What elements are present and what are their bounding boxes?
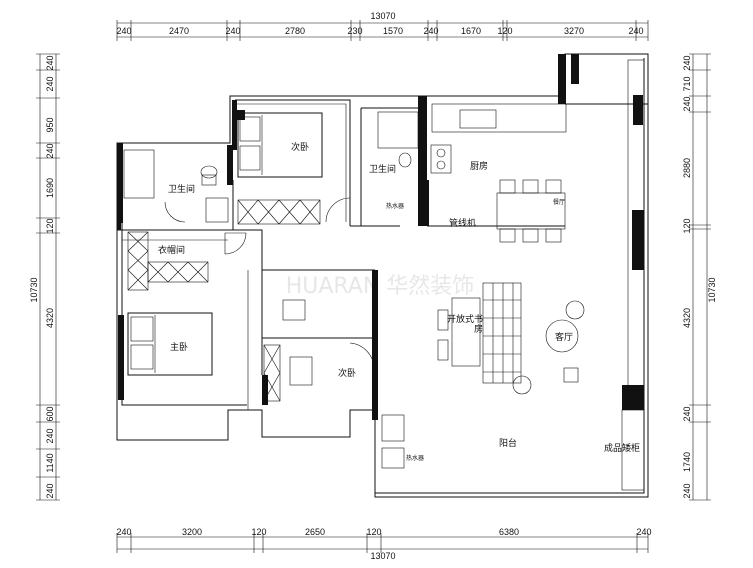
label-pipe-well: 管线机 — [449, 217, 476, 229]
label-water-heater-2: 热水器 — [406, 454, 424, 462]
label-cabinet: 成品矮柜 — [604, 442, 640, 454]
right-total-dimension: 10730 — [707, 277, 717, 302]
top-dim-6: 1570 — [383, 26, 403, 36]
label-restaurant: 餐厅 — [553, 198, 565, 206]
left-dim-1: 240 — [45, 55, 55, 70]
bottom-total-dimension: 13070 — [370, 551, 395, 561]
walls — [116, 53, 649, 498]
label-second-bedroom-bottom: 次卧 — [338, 367, 356, 379]
top-dim-2: 2470 — [169, 26, 189, 36]
cloakroom-cabinets — [127, 231, 209, 291]
left-dim-3: 950 — [45, 117, 55, 132]
top-dim-4: 2780 — [285, 26, 305, 36]
left-dim-8: 600 — [45, 406, 55, 421]
label-bathroom-left: 卫生间 — [168, 183, 195, 195]
desk-icon-2 — [289, 356, 313, 386]
label-second-bedroom-top: 次卧 — [291, 141, 309, 153]
right-dim-4: 2880 — [682, 158, 692, 178]
left-dim-2: 240 — [45, 76, 55, 91]
left-dim-4: 240 — [45, 143, 55, 158]
stove-icon — [430, 144, 452, 174]
round-table-icon — [545, 319, 579, 353]
bottom-dim-1: 240 — [116, 527, 131, 537]
left-dim-6: 120 — [45, 218, 55, 233]
sink-icon — [205, 197, 229, 223]
top-dim-5: 230 — [347, 26, 362, 36]
bottom-dim-3: 120 — [251, 527, 266, 537]
right-dim-3: 240 — [682, 96, 692, 111]
top-total-dimension: 13070 — [370, 11, 395, 21]
label-bathroom-mid: 卫生间 — [369, 163, 396, 175]
top-dim-7: 240 — [423, 26, 438, 36]
label-kitchen: 厨房 — [470, 160, 488, 172]
low-cabinet — [621, 409, 645, 491]
washer-icon — [381, 414, 405, 442]
furniture — [123, 59, 645, 491]
left-dim-9: 240 — [45, 428, 55, 443]
right-dim-5: 120 — [682, 218, 692, 233]
top-dim-8: 1670 — [461, 26, 481, 36]
left-dim-5: 1690 — [45, 178, 55, 198]
left-dimension-chain: 10730 240 240 950 240 1690 120 4320 600 … — [29, 53, 60, 501]
right-dim-9: 240 — [682, 483, 692, 498]
right-dim-8: 1740 — [682, 452, 692, 472]
kitchen-sink-icon — [459, 109, 497, 129]
bottom-dim-4: 2650 — [305, 527, 325, 537]
label-water-heater-1: 热水器 — [386, 202, 404, 210]
master-bed-icon — [127, 312, 213, 376]
left-dim-11: 240 — [45, 483, 55, 498]
bottom-dim-2: 3200 — [182, 527, 202, 537]
right-dim-1: 240 — [682, 55, 692, 70]
shower-icon — [123, 149, 155, 199]
toilet-icon — [200, 165, 218, 179]
tall-cabinet — [627, 59, 645, 391]
left-dim-7: 4320 — [45, 308, 55, 328]
top-dim-10: 3270 — [564, 26, 584, 36]
left-total-dimension: 10730 — [29, 277, 39, 302]
right-dimension-chain: 10730 240 710 240 2880 120 4320 240 1740… — [682, 53, 717, 501]
study-desk — [451, 297, 481, 367]
room-labels: 次卧 卫生间 卫生间 厨房 餐厅 管线机 热水器 热水器 衣帽间 主卧 次卧 开… — [158, 141, 640, 462]
water-heater-icon — [381, 447, 405, 469]
wardrobe-icon — [237, 199, 321, 225]
sofa-icon — [482, 282, 522, 384]
left-dim-10: 1140 — [45, 453, 55, 472]
label-balcony: 阳台 — [499, 437, 517, 449]
label-cloakroom: 衣帽间 — [158, 244, 185, 256]
label-open-study-1: 开放式书 — [447, 313, 483, 325]
top-dim-1: 240 — [116, 26, 131, 36]
label-living-room: 客厅 — [555, 331, 573, 343]
top-dim-9: 120 — [497, 26, 512, 36]
kitchen-counter — [431, 103, 567, 133]
top-dim-3: 240 — [225, 26, 240, 36]
watermark: HUARAN 华然装饰 — [286, 274, 475, 299]
label-open-study-2: 房 — [474, 323, 483, 335]
right-dim-2: 710 — [682, 76, 692, 91]
bottom-dim-5: 120 — [366, 527, 381, 537]
top-dimension-chain: 13070 240 2470 240 2780 230 1570 240 167… — [116, 11, 649, 41]
bed-icon — [237, 112, 323, 178]
toilet-icon-2 — [398, 152, 412, 168]
bottom-dim-6: 6380 — [499, 527, 519, 537]
bottom-dim-7: 240 — [636, 527, 651, 537]
label-master-bedroom: 主卧 — [170, 341, 188, 353]
bottom-dimension-chain: 13070 240 3200 120 2650 120 6380 240 — [116, 527, 651, 561]
right-dim-6: 4320 — [682, 308, 692, 328]
desk-icon — [282, 299, 306, 321]
right-dim-7: 240 — [682, 406, 692, 421]
top-dim-11: 240 — [628, 26, 643, 36]
